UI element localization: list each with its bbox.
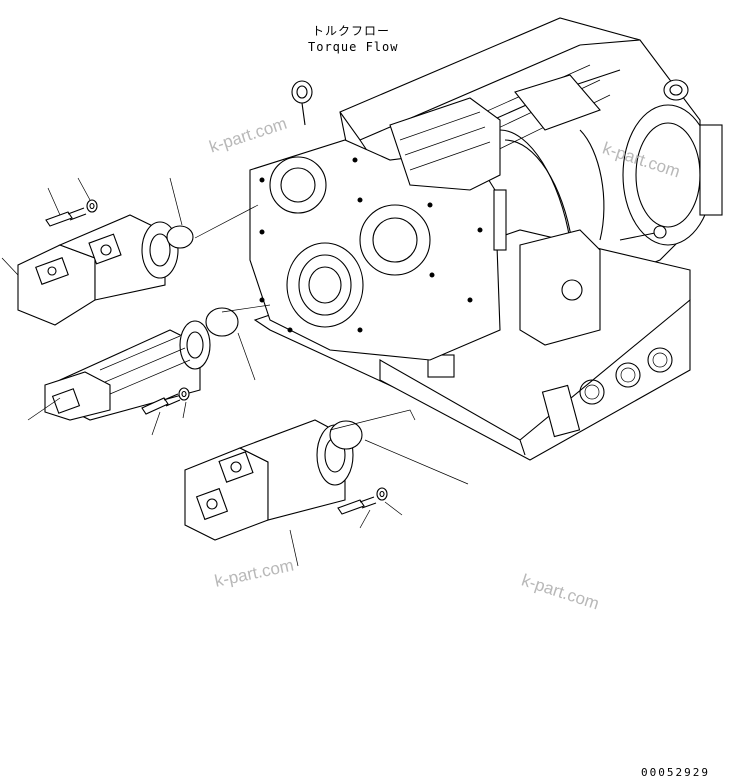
title-japanese: トルクフロー: [312, 24, 391, 38]
leader-lines: [1, 177, 469, 567]
drawing-number: 00052929: [641, 766, 710, 779]
pump-2: [44, 307, 239, 421]
transmission-assembly: [249, 17, 723, 461]
pump-1: [17, 199, 194, 326]
title-english: Torque Flow: [308, 40, 399, 54]
pump-3: [184, 419, 388, 541]
